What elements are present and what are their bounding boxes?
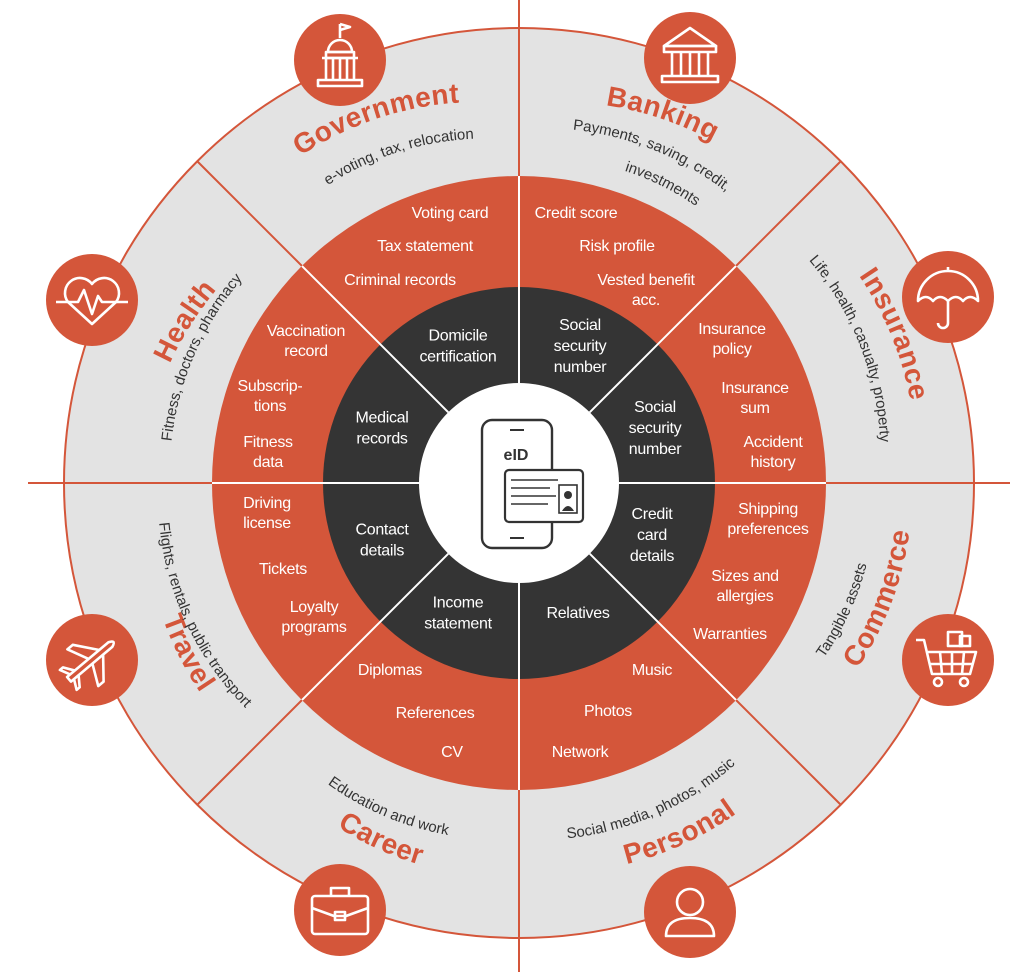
briefcase-icon — [294, 864, 386, 956]
item-subscriptions: Subscrip-tions — [238, 378, 303, 415]
item-credit-score: Credit score — [535, 205, 618, 222]
item-warranties: Warranties — [693, 626, 767, 643]
divider-line — [301, 265, 449, 413]
airplane-icon — [46, 614, 138, 706]
item-risk-profile: Risk profile — [579, 238, 655, 255]
capitol-building-icon — [294, 14, 386, 106]
item-voting-card: Voting card — [412, 205, 489, 222]
divider-line — [196, 160, 308, 272]
bank-icon — [644, 12, 736, 104]
inner-dividers — [212, 176, 826, 790]
divider-line — [301, 553, 449, 701]
item-music: Music — [632, 662, 673, 679]
divider-line — [589, 553, 737, 701]
eid-label: eID — [504, 447, 529, 464]
umbrella-icon — [902, 251, 994, 343]
divider-line — [589, 265, 737, 413]
item-criminal-records: Criminal records — [344, 272, 456, 289]
divider-line — [730, 694, 842, 806]
item-references: References — [396, 705, 475, 722]
person-icon — [644, 866, 736, 958]
item-tax-statement: Tax statement — [377, 238, 474, 255]
heartbeat-icon — [46, 254, 138, 346]
item-network: Network — [552, 744, 610, 761]
divider-line — [730, 160, 842, 272]
item-tickets: Tickets — [259, 561, 307, 578]
item-relatives: Relatives — [546, 605, 609, 622]
shopping-cart-icon — [902, 614, 994, 706]
item-cv: CV — [441, 744, 463, 761]
item-photos: Photos — [584, 703, 632, 720]
divider-line — [196, 694, 308, 806]
phone-id-card-icon: eID — [480, 418, 585, 550]
item-diplomas: Diplomas — [358, 662, 423, 679]
